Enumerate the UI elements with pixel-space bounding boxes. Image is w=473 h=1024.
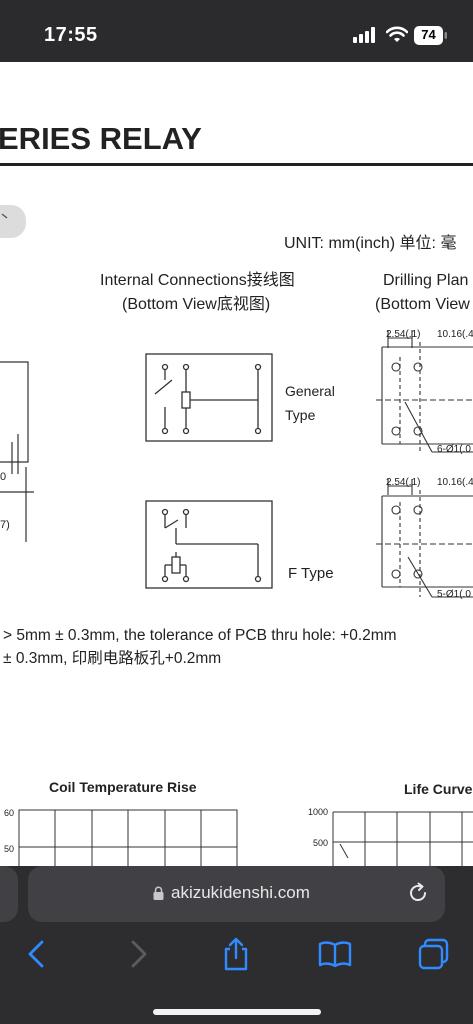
left-dimension-2: 7) [0,519,10,531]
tolerance-note-cn: ± 0.3mm, 印刷电路板孔+0.2mm [3,649,221,667]
drilling-plan-general [376,330,473,454]
pitch-dimension-1: 2.54(.1) [386,329,420,340]
book-icon[interactable] [315,936,355,972]
unit-label: UNIT: mm(inch) 单位: 毫 [284,233,456,252]
drilling-plan-f-type [376,479,473,598]
cellular-signal-icon [353,27,375,43]
battery-level: 74 [421,27,436,42]
life-chart-title: Life Curve [404,781,473,797]
url-text[interactable]: akizukidenshi.com [171,883,310,902]
wifi-icon [386,26,408,42]
general-type-label-2: Type [285,407,316,423]
hole-dimension-2: 5-Ø1(.0 [437,589,471,600]
coil-chart-grid [18,809,238,866]
status-time: 17:55 [44,24,98,46]
drilling-plan-subheading: (Bottom View [375,296,470,313]
document-viewer[interactable]: ERIES RELAY UNIT: mm(inch) 单位: 毫 Interna… [0,62,473,866]
status-bar: 17:55 74 [0,0,473,62]
coil-chart-title: Coil Temperature Rise [49,779,197,795]
share-icon[interactable] [216,936,256,972]
pitch-dimension-2: 2.54(.1) [386,477,420,488]
span-dimension-1: 10.16(.4 [437,329,473,340]
hole-dimension-1: 6-Ø1(.0 [437,444,471,455]
general-type-label: General [285,383,335,399]
f-type-label: F Type [288,565,334,582]
internal-connections-subheading: (Bottom View底视图) [122,295,270,313]
coil-y-tick-50: 50 [4,844,14,854]
previous-tab-preview[interactable] [0,866,18,922]
coil-y-tick-60: 60 [4,808,14,818]
internal-connections-heading: Internal Connections接线图 [100,271,295,289]
address-bar[interactable]: akizukidenshi.com [28,866,445,922]
browser-bottom-bar: akizukidenshi.com [0,866,473,1024]
reload-icon[interactable] [406,881,430,905]
relay-outline-drawing [0,361,34,542]
drilling-plan-heading: Drilling Plan [383,272,468,289]
lock-icon [153,886,164,900]
span-dimension-2: 10.16(.4 [437,477,473,488]
battery-icon [414,26,447,45]
life-y-tick-1000: 1000 [308,807,328,817]
life-y-tick-500: 500 [313,838,328,848]
document-title: ERIES RELAY [0,121,202,156]
chevron-left-icon[interactable] [17,936,57,972]
f-type-schematic [145,500,273,589]
life-chart-grid [332,811,473,866]
chevron-right-icon[interactable] [118,936,158,972]
tolerance-note-en: > 5mm ± 0.3mm, the tolerance of PCB thru… [3,627,397,644]
general-type-schematic [145,353,273,442]
home-indicator[interactable] [153,1009,321,1015]
tabs-icon[interactable] [414,936,454,972]
left-dimension: 0 [0,471,6,483]
tag-badge [0,205,26,238]
